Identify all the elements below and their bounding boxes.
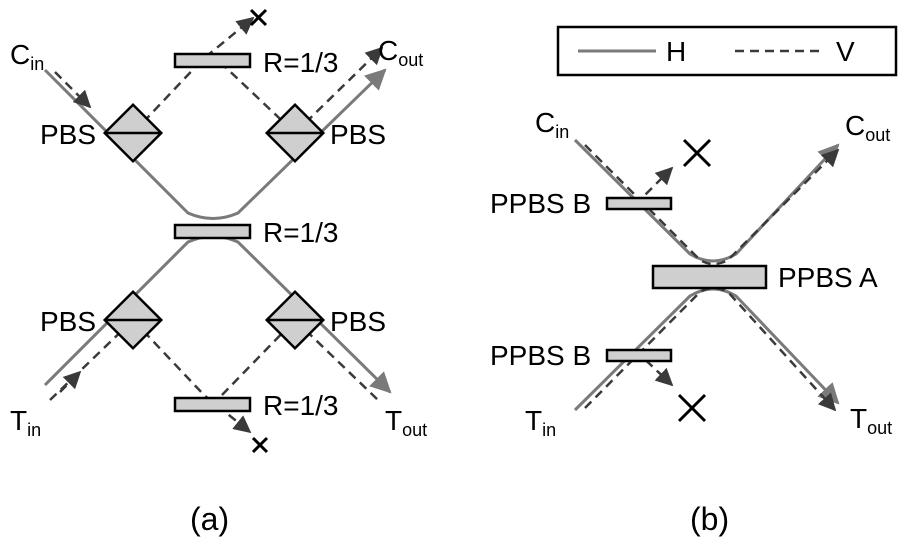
v-path-upper-return <box>219 61 296 134</box>
h-path-upper <box>573 138 840 263</box>
caption-b: (b) <box>690 501 729 537</box>
t-out-label-b: Tout <box>850 403 892 438</box>
c-out-label-b: Cout <box>845 110 890 145</box>
pbs-upper-left <box>102 102 164 164</box>
pbs-label-lower-left: PBS <box>40 306 96 337</box>
c-out-label: Cout <box>378 35 423 70</box>
bs-bottom <box>173 396 252 413</box>
bs-middle <box>173 223 252 240</box>
v-path-upper-loop <box>132 16 255 134</box>
h-path-upper-arm <box>43 68 387 220</box>
panel-a: Cin Cout Tin Tout PBS PBS PBS PBS R=1/3 … <box>10 8 427 537</box>
pbs-label-lower-right: PBS <box>330 306 386 337</box>
v-path-lower-loop <box>132 319 252 434</box>
pbs-label-upper-right: PBS <box>330 119 386 150</box>
panel-b: H V Cin Cout Tin Tout PPBS B PPBS <box>490 25 898 537</box>
blocked-port-top-icon-b <box>682 138 712 168</box>
pbs-lower-right <box>264 289 326 351</box>
bs-top-label: R=1/3 <box>263 47 339 78</box>
v-path-input-t-arrow <box>59 370 82 393</box>
c-in-label-b: Cin <box>535 107 569 142</box>
pbs-label-upper-left: PBS <box>40 119 96 150</box>
legend-h-label: H <box>666 36 686 67</box>
blocked-port-bottom-icon-b <box>677 393 707 423</box>
bs-middle-label: R=1/3 <box>263 217 339 248</box>
ppbs-b-bottom-label: PPBS B <box>490 340 591 371</box>
pbs-lower-left <box>102 289 164 351</box>
t-in-label-b: Tin <box>525 405 556 440</box>
v-path-lower-return <box>221 319 296 396</box>
ppbs-a-label: PPBS A <box>778 262 878 293</box>
v-path-input-c <box>54 71 92 109</box>
ppbs-b-top <box>605 196 673 211</box>
legend: H V <box>556 25 898 77</box>
ppbs-a <box>651 264 768 290</box>
t-in-label: Tin <box>10 405 41 440</box>
legend-v-label: V <box>836 36 855 67</box>
pbs-upper-right <box>264 102 326 164</box>
t-out-label: Tout <box>385 405 427 440</box>
bs-top <box>173 52 252 69</box>
ppbs-b-top-label: PPBS B <box>490 188 591 219</box>
caption-a: (a) <box>190 501 229 537</box>
blocked-port-top-icon <box>249 8 268 27</box>
ppbs-b-bottom <box>605 348 673 363</box>
c-in-label: Cin <box>10 39 44 74</box>
bs-bottom-label: R=1/3 <box>263 390 339 421</box>
blocked-port-bottom-icon <box>251 436 269 454</box>
